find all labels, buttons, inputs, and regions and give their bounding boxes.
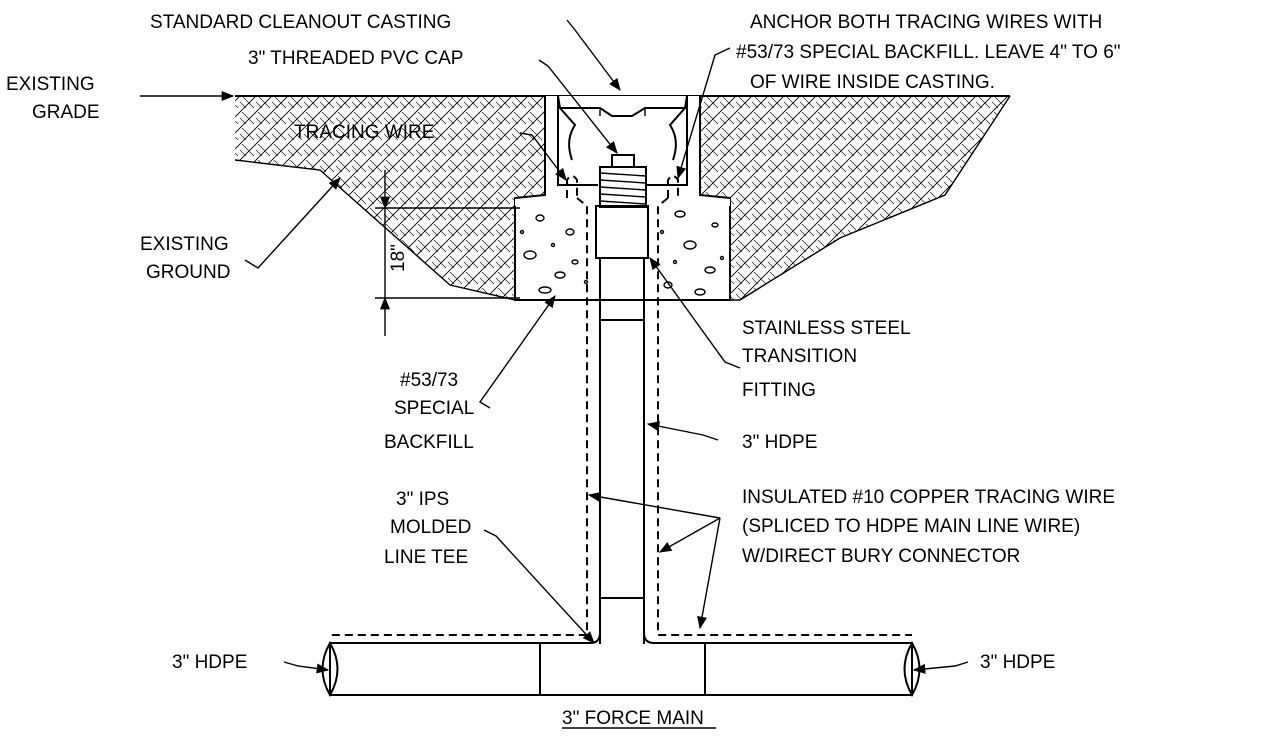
label-copper-2: (SPLICED TO HDPE MAIN LINE WIRE) <box>742 516 1080 537</box>
label-anchor-line2: #53/73 SPECIAL BACKFILL. LEAVE 4" TO 6" <box>736 42 1121 63</box>
label-backfill-2: SPECIAL <box>394 398 474 419</box>
label-pvc-cap: 3" THREADED PVC CAP <box>248 48 463 69</box>
hdpe-riser <box>595 205 649 644</box>
label-dim-18: 18" <box>388 244 409 272</box>
label-cleanout-casting: STANDARD CLEANOUT CASTING <box>150 12 451 33</box>
label-ss-3: FITTING <box>742 380 816 401</box>
dimension-18in <box>375 170 520 336</box>
label-ips-2: MOLDED <box>390 517 471 538</box>
callout-labels: STANDARD CLEANOUT CASTING ANCHOR BOTH TR… <box>6 12 1121 729</box>
label-copper-3: W/DIRECT BURY CONNECTOR <box>742 546 1020 567</box>
label-backfill-3: BACKFILL <box>384 432 474 453</box>
special-backfill-collar <box>514 197 731 301</box>
label-backfill-1: #53/73 <box>400 370 458 391</box>
leader-lines <box>140 19 969 674</box>
label-tracing-wire: TRACING WIRE <box>294 122 434 143</box>
label-hdpe-left: 3" HDPE <box>172 652 247 673</box>
drawing-title: 3" FORCE MAIN <box>562 708 704 729</box>
force-main-pipe <box>321 618 921 698</box>
label-hdpe-riser: 3" HDPE <box>742 432 817 453</box>
label-anchor-line1: ANCHOR BOTH TRACING WIRES WITH <box>750 12 1102 33</box>
label-ips-1: 3" IPS <box>396 489 449 510</box>
label-ss-2: TRANSITION <box>742 346 857 367</box>
label-existing-ground-2: GROUND <box>146 262 230 283</box>
label-ips-3: LINE TEE <box>384 547 468 568</box>
label-existing-grade-2: GRADE <box>32 102 100 123</box>
label-ss-1: STAINLESS STEEL <box>742 318 911 339</box>
label-anchor-line3: OF WIRE INSIDE CASTING. <box>750 72 995 93</box>
label-copper-1: INSULATED #10 COPPER TRACING WIRE <box>742 487 1115 508</box>
label-hdpe-right: 3" HDPE <box>980 652 1055 673</box>
tracing-wires <box>330 175 912 636</box>
label-existing-ground-1: EXISTING <box>140 234 229 255</box>
label-existing-grade-1: EXISTING <box>6 74 95 95</box>
